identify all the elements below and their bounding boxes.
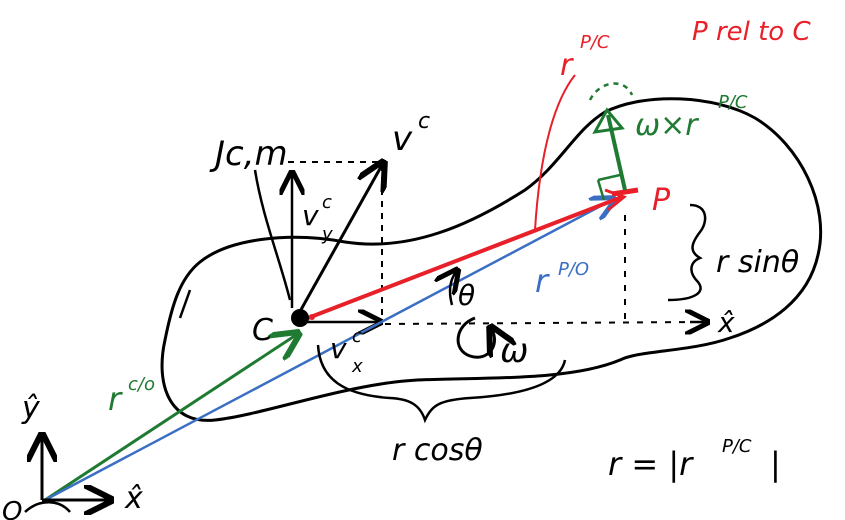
- label-point-c: C: [252, 313, 273, 348]
- label-x-hat-origin: x̂: [124, 481, 143, 516]
- label-r-def: r = |r: [608, 445, 694, 483]
- label-omega-cross-r: ω×r: [635, 108, 699, 143]
- label-v-c-y-sup: c: [322, 192, 332, 213]
- red-velocity-line: [534, 74, 576, 231]
- omega-cross-r-arrowhead: [592, 107, 625, 134]
- label-v-c-y: v: [302, 199, 319, 232]
- point-c-red-dot: [309, 314, 315, 320]
- j-c-m-pointer: [253, 169, 292, 301]
- r-sin-theta-brace: [667, 203, 707, 302]
- rigid-body-outline: [160, 97, 823, 422]
- v-c-vector: [296, 165, 382, 316]
- label-r-p-c-top: r: [560, 48, 574, 83]
- label-v-c: v: [392, 119, 413, 159]
- origin-curve: [24, 501, 71, 513]
- label-theta: θ: [458, 279, 475, 312]
- note-p-rel-c: P rel to C: [692, 17, 811, 47]
- label-r-p-o-super: P/O: [558, 259, 589, 280]
- label-r-cos-theta: r cosθ: [392, 433, 483, 468]
- omega-cross-r-vector: [606, 114, 627, 191]
- right-angle-mark: [596, 173, 621, 201]
- omega-rotation: [456, 316, 494, 359]
- label-v-c-x-sup: c: [352, 326, 362, 347]
- label-v-c-super: c: [418, 109, 430, 134]
- point-p-mark: [611, 187, 639, 197]
- r-p-c-arrowhead: [604, 188, 627, 212]
- label-point-p: P: [652, 183, 671, 218]
- label-r-def-end: |: [770, 445, 781, 483]
- label-r-def-super: P/C: [722, 436, 752, 457]
- label-y-hat: ŷ: [21, 391, 41, 426]
- label-r-p-o: r: [535, 262, 550, 300]
- r-p-o-vector: [44, 200, 612, 502]
- label-r-c-o: r: [108, 380, 123, 418]
- omega-cross-r-curve: [588, 82, 634, 101]
- label-r-c-o-super: c/o: [128, 374, 155, 395]
- label-omega: ω: [500, 331, 528, 371]
- label-j-c-m: Jc,m: [209, 134, 288, 174]
- r-p-c-vector: [307, 195, 623, 320]
- point-c-dot: [291, 309, 309, 327]
- r-c-o-vector: [44, 335, 296, 502]
- r-cos-theta-brace: [316, 344, 567, 424]
- label-v-c-y-sub: y: [321, 224, 333, 245]
- label-v-c-x-sub: x: [351, 356, 363, 377]
- label-r-p-c-top-super: P/C: [580, 32, 610, 53]
- label-v-c-x: v: [330, 332, 347, 365]
- label-r-sin-theta: r sinθ: [716, 245, 799, 280]
- theta-arc: [450, 272, 456, 306]
- label-x-hat-body: x̂: [717, 306, 735, 339]
- dashed-horizontal: [384, 321, 701, 325]
- body-edge-tick: [178, 289, 192, 319]
- label-point-o: O: [2, 497, 22, 520]
- label-omega-cross-r-super: P/C: [718, 92, 748, 113]
